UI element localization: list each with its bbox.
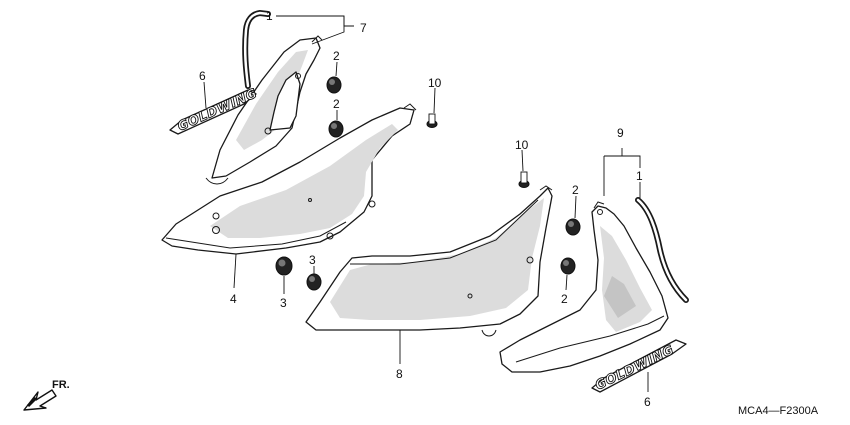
grommet-2c	[565, 218, 581, 236]
grommet-2a	[326, 76, 342, 94]
grommet-3b	[306, 273, 322, 291]
diagram-code: MCA4—F2300A	[738, 405, 819, 417]
callout-2b: 2	[333, 97, 340, 111]
callout-4: 4	[230, 292, 237, 306]
callout-6-right: 6	[644, 395, 651, 409]
callout-2d: 2	[561, 292, 568, 306]
inner-cover-right	[499, 201, 669, 373]
callout-2a: 2	[333, 49, 340, 63]
callout-10b: 10	[515, 138, 529, 152]
callout-6-left: 6	[199, 69, 206, 83]
leader-lines	[203, 15, 649, 392]
grommet-2b	[328, 120, 344, 138]
direction-label: FR.	[52, 379, 70, 391]
callout-3b: 3	[309, 253, 316, 267]
callout-1-right: 1	[636, 169, 643, 183]
callout-1-top: 1	[266, 9, 273, 23]
callouts: 1 7 2 2 6 10 10 9 1 2 2 4 3 3 8 6	[199, 9, 651, 409]
side-cover-left	[161, 103, 417, 255]
callout-3a: 3	[280, 296, 287, 310]
front-direction-arrow: FR.	[23, 379, 70, 411]
callout-9: 9	[617, 126, 624, 140]
rubber-strip-right	[635, 197, 689, 303]
side-cover-center	[305, 185, 553, 337]
callout-8: 8	[396, 367, 403, 381]
rubber-strip-left	[242, 9, 271, 89]
screw-10b	[518, 171, 530, 188]
callout-10a: 10	[428, 76, 442, 90]
screw-10a	[426, 113, 438, 128]
inner-cover-left	[205, 35, 323, 185]
grommet-2d	[560, 257, 576, 275]
grommet-3a	[275, 256, 293, 276]
callout-2c: 2	[572, 183, 579, 197]
callout-7: 7	[360, 21, 367, 35]
